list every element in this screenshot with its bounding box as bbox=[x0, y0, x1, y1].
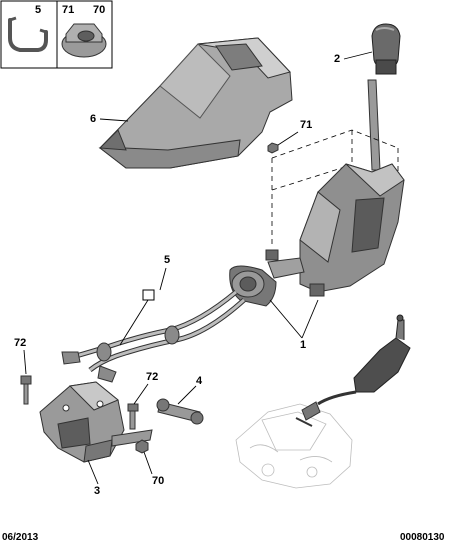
callout-6: 6 bbox=[90, 113, 96, 125]
callout-nut-bottom: 70 bbox=[143, 451, 164, 487]
callout-bracket: 3 bbox=[87, 459, 100, 497]
inset-label-5: 5 bbox=[35, 4, 41, 16]
gear-knob bbox=[371, 23, 401, 75]
bolt-72-mid bbox=[127, 403, 139, 430]
ghost-gearbox bbox=[235, 403, 353, 489]
callout-2: 2 bbox=[334, 53, 340, 65]
inset-box: 5 71 70 bbox=[0, 0, 113, 69]
gear-selector-assembly bbox=[229, 79, 405, 307]
small-nut-71 bbox=[267, 142, 279, 154]
callout-3: 3 bbox=[94, 485, 100, 497]
gearbox-lever bbox=[295, 314, 411, 427]
console-cover bbox=[98, 37, 293, 169]
bolt-72-left bbox=[20, 375, 32, 405]
inset-label-70: 70 bbox=[93, 4, 105, 16]
callout-knob: 2 bbox=[334, 51, 373, 65]
callout-4: 4 bbox=[196, 375, 203, 387]
callout-70: 70 bbox=[152, 475, 164, 487]
nut-70 bbox=[135, 439, 149, 454]
callout-bolt-mid: 72 bbox=[133, 371, 158, 405]
gear-cables bbox=[61, 290, 246, 383]
callout-72-mid: 72 bbox=[146, 371, 158, 383]
callout-link-rod: 4 bbox=[177, 375, 203, 405]
mounting-bracket bbox=[39, 381, 125, 463]
callout-nut-top: 71 bbox=[277, 119, 312, 146]
footer-code: 00080130 bbox=[400, 532, 445, 543]
inset-label-71: 71 bbox=[62, 4, 74, 16]
flange-nut-icon bbox=[61, 23, 107, 58]
footer-date: 06/2013 bbox=[2, 532, 39, 543]
callout-71-top: 71 bbox=[300, 119, 312, 131]
callout-selector: 1 bbox=[269, 299, 319, 351]
clip-icon bbox=[8, 16, 48, 52]
callout-1: 1 bbox=[300, 339, 306, 351]
callout-5-tag: 5 bbox=[164, 254, 170, 266]
callout-bolt-left: 72 bbox=[14, 337, 27, 375]
callout-console: 6 bbox=[90, 113, 129, 125]
link-rod bbox=[111, 398, 204, 447]
callout-72-left: 72 bbox=[14, 337, 26, 349]
callout-cable-tag: 5 bbox=[119, 254, 170, 346]
